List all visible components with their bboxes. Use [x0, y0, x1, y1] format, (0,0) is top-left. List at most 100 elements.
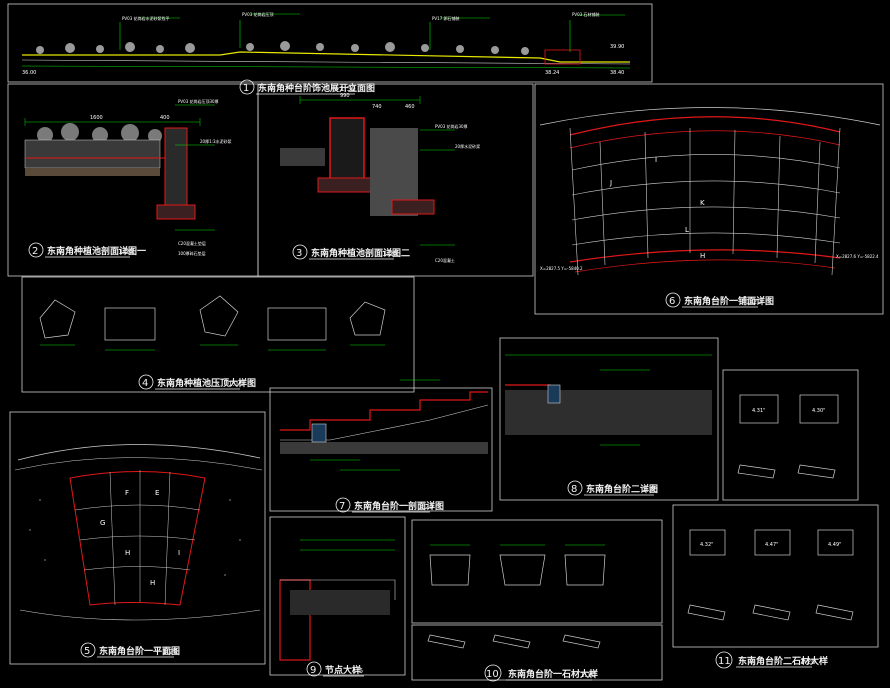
title-text-5: 东南角台阶一平面图: [99, 645, 180, 657]
title-text-2: 东南角种植池剖面详图一: [47, 245, 146, 257]
d6-tile-label-l: L: [685, 226, 689, 234]
title-block-8: 8 东南角台阶二详图 1:20: [567, 480, 658, 496]
drawing-11-stone-details: 4.31" 4.30" 4.32" 4.47" 4.49": [687, 394, 854, 621]
d6-tile-label-j: J: [609, 179, 612, 187]
title-scale-4: 1:10: [228, 380, 244, 388]
title-block-5: 5 东南角台阶一平面图 1:20: [80, 642, 180, 658]
frame-drawing-5: [9, 411, 266, 665]
title-scale-5: 1:20: [162, 648, 178, 656]
d5-tile-label-i: I: [178, 549, 180, 557]
title-blocks: 1 东南角种台阶饰池展开立面图 1:50 2 东南角种植池剖面详图一 1:20 …: [28, 79, 828, 682]
d11-piece-label-3: 4.32": [700, 542, 713, 548]
d6-coord-right: X=2827.6 Y=-5822.4: [836, 254, 879, 259]
frame-drawing-3: [257, 83, 534, 277]
elevation-label-left: 36.00: [22, 70, 36, 76]
title-num-6: 6: [669, 296, 675, 307]
d3-dim-c: 460: [405, 104, 415, 110]
svg-text:PV03 花岗岩压顶: PV03 花岗岩压顶: [242, 11, 274, 17]
title-block-1: 1 东南角种台阶饰池展开立面图 1:50: [239, 79, 375, 95]
title-block-10: 10 东南角台阶一石材大样 1:10: [484, 664, 598, 682]
title-num-1: 1: [243, 83, 249, 94]
title-block-9: 9 节点大样 1:5: [306, 661, 364, 677]
title-text-9: 节点大样: [325, 664, 361, 676]
title-text-11: 东南角台阶二石材大样: [738, 655, 828, 667]
drawing-7-section: [280, 379, 489, 471]
title-num-9: 9: [310, 665, 316, 676]
frame-drawing-11a: [722, 369, 859, 501]
svg-text:PV03 石材铺装: PV03 石材铺装: [572, 11, 600, 17]
drawing-1-elevation: PV03 花岗岩水泥砂浆找平 PV03 花岗岩压顶 PV17 卵石铺装 PV03…: [21, 11, 631, 76]
d6-tile-label-k: K: [700, 199, 705, 207]
title-block-4: 4 东南角种植池压顶大样图 1:10: [138, 374, 256, 390]
title-text-4: 东南角种植池压顶大样图: [157, 377, 256, 389]
elevation-label-right-2: 38.40: [610, 70, 624, 76]
title-num-3: 3: [296, 248, 302, 259]
title-block-6: 6 东南角台阶一铺面详图 1:20: [665, 292, 774, 308]
d6-coord-left: X=2827.5 Y=-5840.2: [540, 266, 583, 271]
title-scale-8: 1:20: [642, 486, 658, 494]
title-num-2: 2: [32, 246, 38, 257]
frame-drawing-9: [269, 516, 406, 676]
title-scale-6: 1:20: [746, 298, 762, 306]
title-scale-2: 1:20: [118, 248, 134, 256]
title-scale-11: 1:20: [800, 658, 816, 666]
svg-text:PV03 花岗岩压顶30厚: PV03 花岗岩压顶30厚: [178, 98, 219, 104]
title-num-11: 11: [718, 656, 731, 667]
title-scale-3: 1:20: [382, 250, 398, 258]
title-text-8: 东南角台阶二详图: [586, 483, 658, 495]
title-scale-1: 1:50: [340, 85, 356, 93]
title-num-5: 5: [84, 646, 90, 657]
title-num-7: 7: [339, 501, 345, 512]
title-block-11: 11 东南角台阶二石材大样 1:20: [715, 651, 828, 669]
drawing-10-stone-details: [427, 544, 606, 649]
svg-text:20厚水泥砂浆: 20厚水泥砂浆: [455, 143, 480, 149]
d5-tile-label-h2: H: [150, 579, 155, 587]
svg-text:PV03 花岗岩水泥砂浆找平: PV03 花岗岩水泥砂浆找平: [122, 15, 170, 21]
svg-text:PV03 花岗岩30厚: PV03 花岗岩30厚: [435, 123, 468, 129]
title-num-4: 4: [142, 378, 148, 389]
drawing-5-plan: F E G H I H: [14, 444, 263, 621]
drawing-2-section: 1600 400 PV03 花岗岩压顶30厚20厚1:3水泥砂浆C20混凝土垫层…: [24, 98, 232, 256]
title-num-8: 8: [571, 484, 577, 495]
title-text-1: 东南角种台阶饰池展开立面图: [258, 82, 375, 94]
frame-drawing-10a: [411, 519, 663, 624]
svg-text:C20混凝土: C20混凝土: [435, 257, 455, 263]
d5-tile-label-g: G: [100, 519, 105, 527]
d11-piece-label-5: 4.49": [828, 542, 841, 548]
d5-tile-label-h1: H: [125, 549, 130, 557]
d11-piece-label-2: 4.30": [812, 408, 825, 414]
title-block-3: 3 东南角种植池剖面详图二 1:20: [292, 244, 410, 260]
title-text-3: 东南角种植池剖面详图二: [311, 247, 410, 259]
elevation-label-right-1: 38.24: [545, 70, 559, 76]
drawing-9-node-detail: [279, 539, 396, 661]
title-text-10: 东南角台阶一石材大样: [508, 668, 598, 680]
elevation-label-top-right: 39.90: [610, 44, 624, 50]
drawing-4-coping-details: [39, 295, 386, 351]
title-scale-7: 1:20: [418, 503, 434, 511]
frame-drawing-7: [269, 387, 493, 512]
title-text-6: 东南角台阶一铺面详图: [684, 295, 774, 307]
svg-text:PV17 卵石铺装: PV17 卵石铺装: [432, 15, 460, 21]
title-text-7: 东南角台阶一剖面详图: [354, 500, 444, 512]
drawing-6-paving-plan: I J K L H X=2827.5 Y=-5840.2 X=2827.6 Y=…: [539, 107, 881, 276]
title-num-10: 10: [486, 669, 499, 680]
svg-text:20厚1:3水泥砂浆: 20厚1:3水泥砂浆: [200, 138, 232, 144]
frame-drawing-4: [21, 276, 415, 393]
title-block-2: 2 东南角种植池剖面详图一 1:20: [28, 242, 146, 258]
svg-text:100厚碎石垫层: 100厚碎石垫层: [178, 250, 206, 256]
frame-drawing-8: [499, 337, 719, 501]
d6-tile-label-i: I: [655, 156, 657, 164]
svg-text:C20混凝土垫层: C20混凝土垫层: [178, 240, 206, 246]
d5-tile-label-e: E: [155, 489, 159, 497]
drawing-8-section: [505, 354, 712, 446]
d11-piece-label-1: 4.31": [752, 408, 765, 414]
d6-tile-label-h: H: [700, 252, 705, 260]
d11-piece-label-4: 4.47": [765, 542, 778, 548]
frame-drawing-11b: [672, 504, 879, 648]
d3-dim-b: 740: [372, 104, 382, 110]
frame-drawing-1: [7, 3, 653, 83]
d2-dim-a: 1600: [90, 115, 103, 121]
